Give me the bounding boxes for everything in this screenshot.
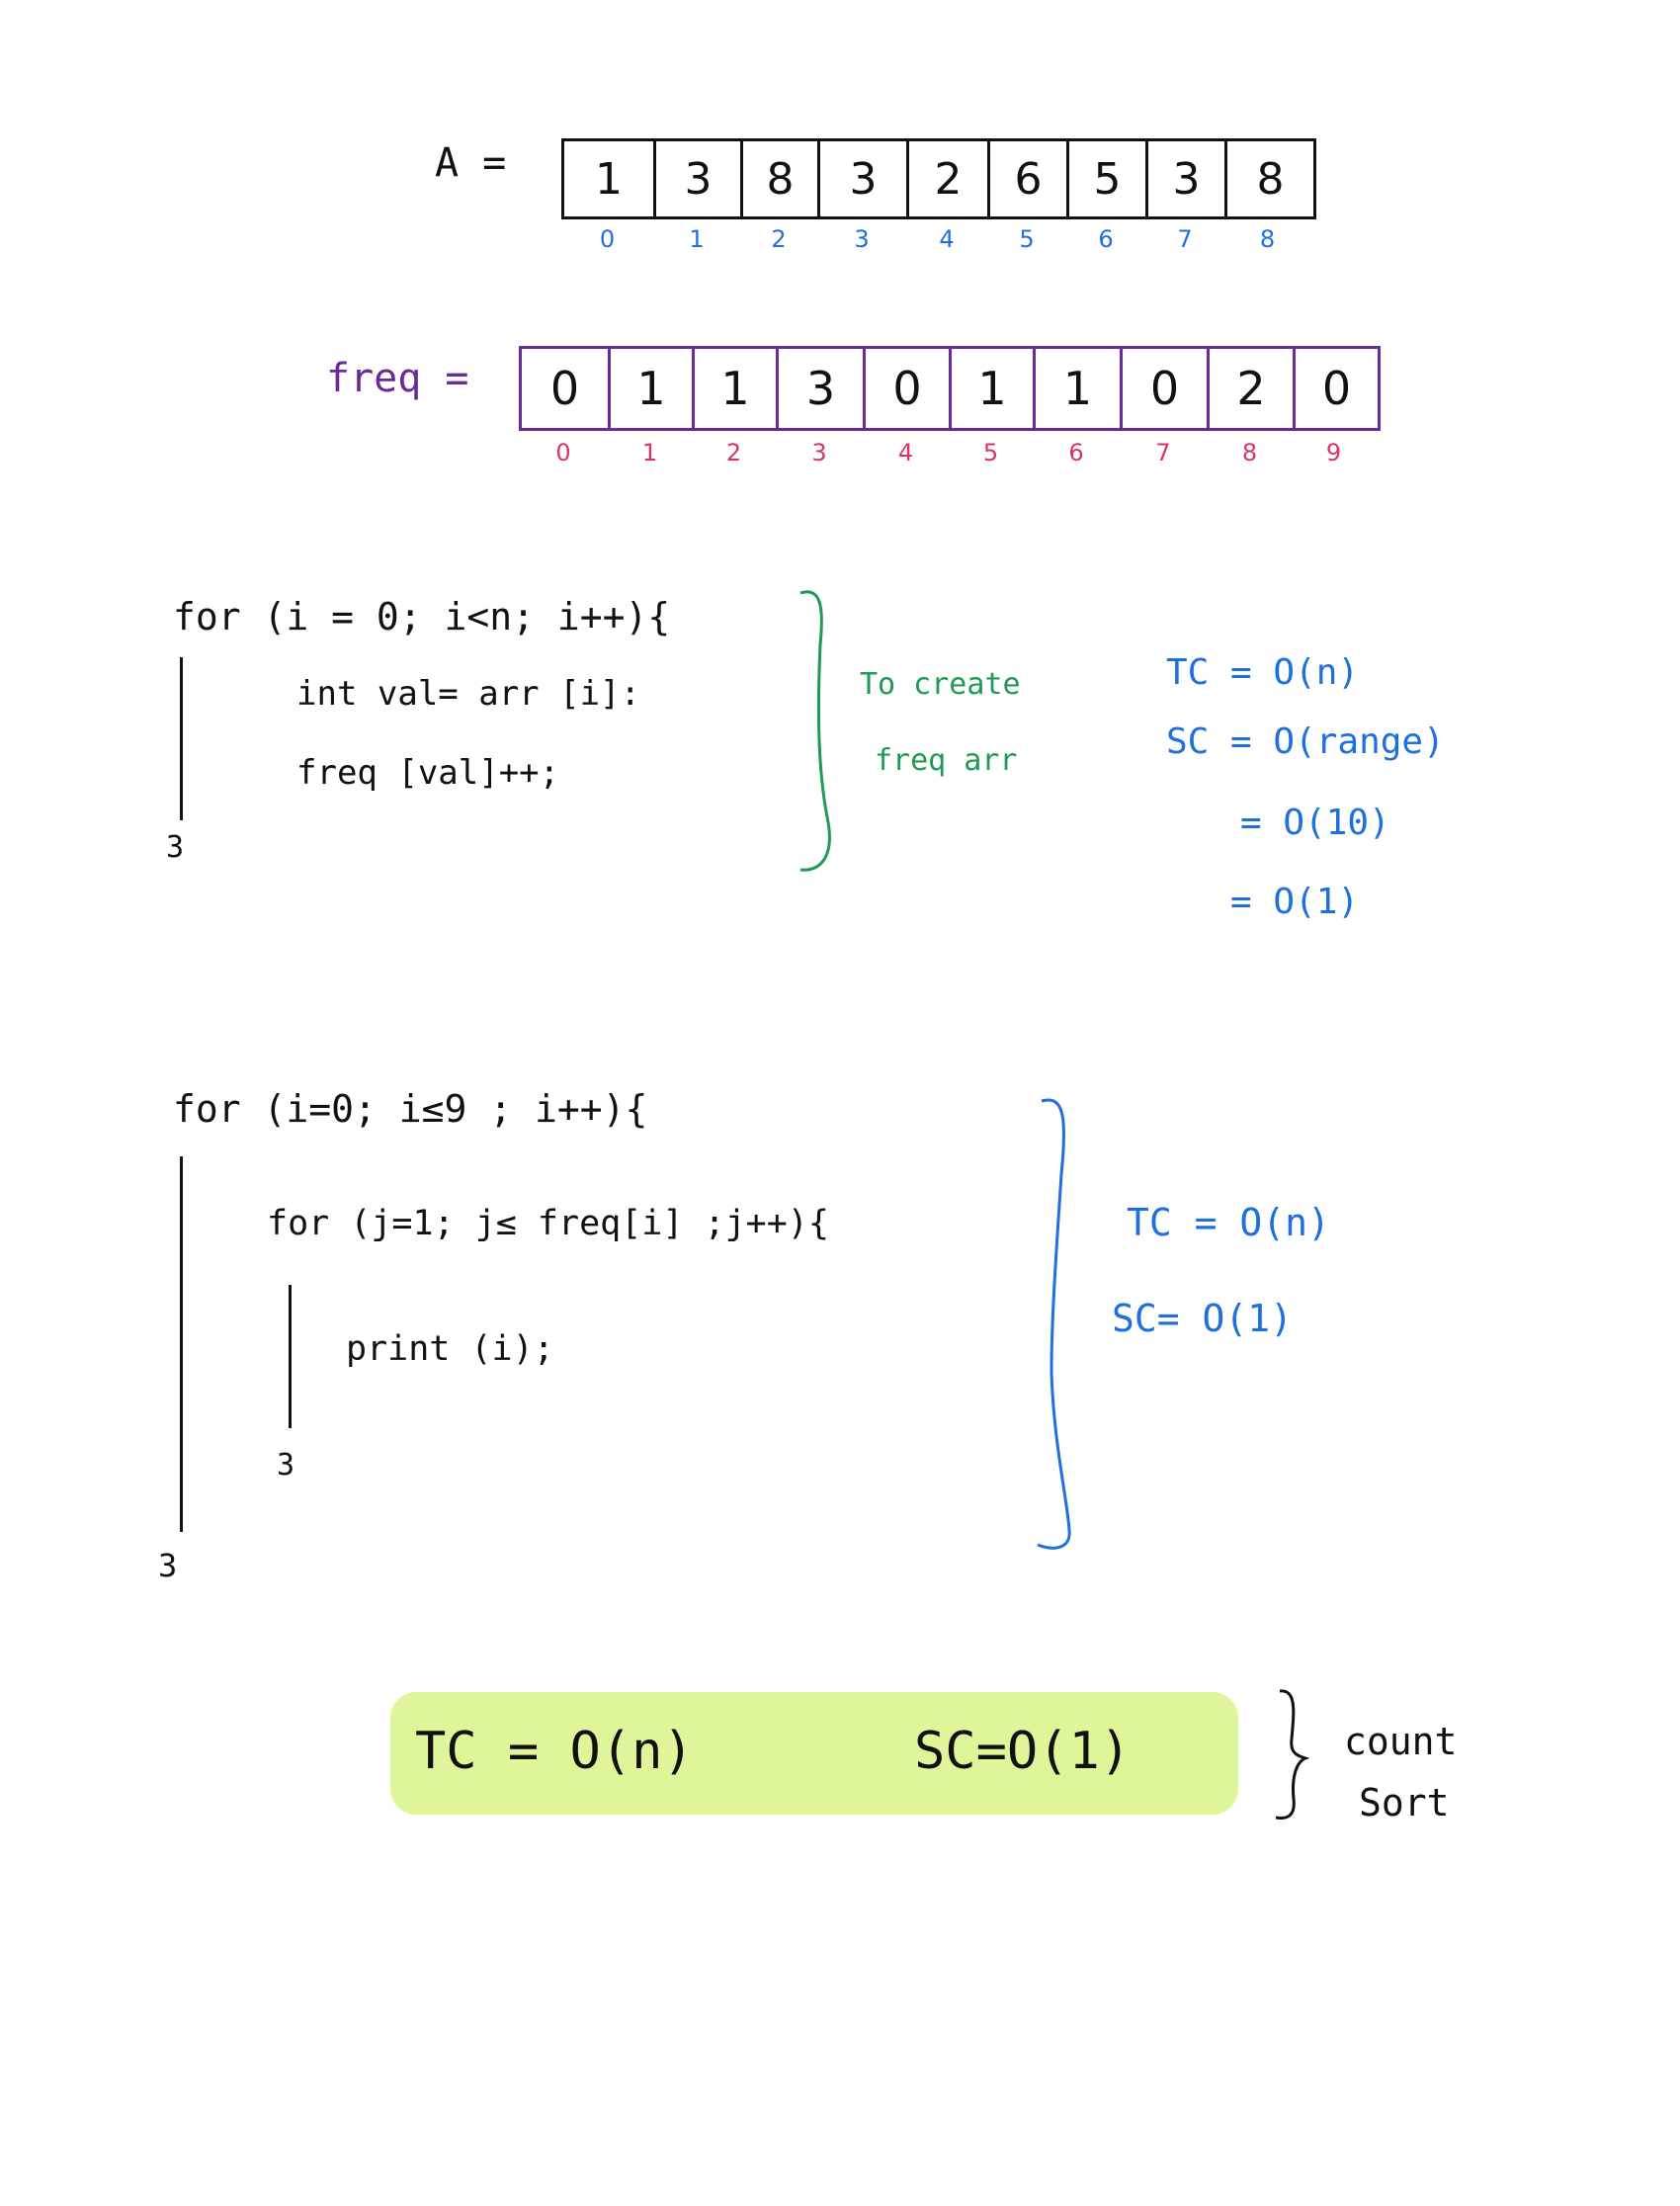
array-cell: 1 — [611, 349, 695, 428]
array-cell: 3 — [779, 349, 866, 428]
array-a-indices: 0 1 2 3 4 5 6 7 8 — [561, 225, 1310, 253]
summary-sc: SC=O(1) — [914, 1722, 1132, 1781]
array-cell: 0 — [1123, 349, 1210, 428]
loop1-line2: freq [val]++; — [296, 753, 560, 793]
array-cell: 0 — [522, 349, 611, 428]
array-cell: 5 — [1069, 141, 1148, 216]
array-index: 2 — [725, 439, 742, 467]
loop2-inner-header: for (j=1; j≤ freq[i] ;j++){ — [267, 1204, 829, 1243]
array-cell: 2 — [909, 141, 990, 216]
array-index: 1 — [641, 439, 658, 467]
loop1-eq2: = O(1) — [1230, 882, 1360, 922]
loop2-sc: SC= O(1) — [1112, 1297, 1294, 1340]
loop1-vline — [180, 657, 183, 820]
array-cell: 1 — [564, 141, 656, 216]
summary-highlight — [390, 1692, 1238, 1815]
array-index: 6 — [1068, 439, 1084, 467]
loop1-eq1: = O(10) — [1240, 803, 1390, 843]
loop1-brace — [799, 590, 831, 872]
summary-brace — [1275, 1689, 1310, 1820]
loop1-close: 3 — [166, 830, 185, 865]
array-index: 1 — [689, 225, 705, 253]
array-cell: 8 — [743, 141, 820, 216]
loop1-header: for (i = 0; i<n; i++){ — [173, 595, 671, 638]
array-index: 2 — [771, 225, 787, 253]
array-cell: 1 — [952, 349, 1036, 428]
loop2-tc: TC = O(n) — [1127, 1201, 1330, 1244]
loop2-brace — [1037, 1098, 1071, 1550]
array-index: 0 — [555, 439, 571, 467]
array-index: 6 — [1098, 225, 1114, 253]
loop2-header: for (i=0; i≤9 ; i++){ — [173, 1087, 648, 1131]
freq-indices: 0 1 2 3 4 5 6 7 8 9 — [519, 439, 1375, 467]
array-index: 7 — [1177, 225, 1193, 253]
loop1-sc: SC = O(range) — [1166, 721, 1445, 762]
array-cell: 6 — [990, 141, 1069, 216]
loop1-note-line1: To create — [860, 667, 1021, 702]
array-cell: 3 — [1148, 141, 1227, 216]
loop2-inner-vline — [289, 1285, 292, 1428]
array-a-label: A = — [435, 140, 507, 186]
summary-tc: TC = O(n) — [415, 1722, 694, 1781]
array-index: 4 — [897, 439, 914, 467]
array-cell: 8 — [1256, 153, 1285, 205]
array-index: 4 — [939, 225, 955, 253]
array-index: 3 — [811, 439, 827, 467]
array-index: 7 — [1155, 439, 1171, 467]
array-cell: 3 — [820, 141, 909, 216]
loop1-tc: TC = O(n) — [1166, 652, 1360, 693]
loop2-outer-vline — [180, 1156, 183, 1532]
array-cell: 2 — [1210, 349, 1296, 428]
loop1-line1: int val= arr [i]: — [296, 674, 640, 714]
loop1-note-line2: freq arr — [875, 743, 1018, 778]
array-cell: 0 — [866, 349, 952, 428]
array-index: 5 — [982, 439, 999, 467]
summary-label-line2: Sort — [1359, 1781, 1450, 1824]
summary-label-line1: count — [1344, 1720, 1458, 1763]
array-index: 8 — [1241, 439, 1258, 467]
array-index: 5 — [1019, 225, 1035, 253]
array-cell: 1 — [1036, 349, 1123, 428]
array-index: 3 — [854, 225, 870, 253]
array-index: 9 — [1325, 439, 1342, 467]
array-cell: 0 — [1321, 362, 1352, 415]
array-index: 8 — [1259, 225, 1276, 253]
loop2-outer-close: 3 — [158, 1547, 178, 1584]
freq-label: freq = — [326, 356, 469, 401]
array-cell: 3 — [656, 141, 743, 216]
array-cell: 1 — [695, 349, 779, 428]
array-index: 0 — [599, 225, 616, 253]
loop2-body: print (i); — [346, 1329, 554, 1369]
loop2-inner-close: 3 — [277, 1448, 295, 1483]
